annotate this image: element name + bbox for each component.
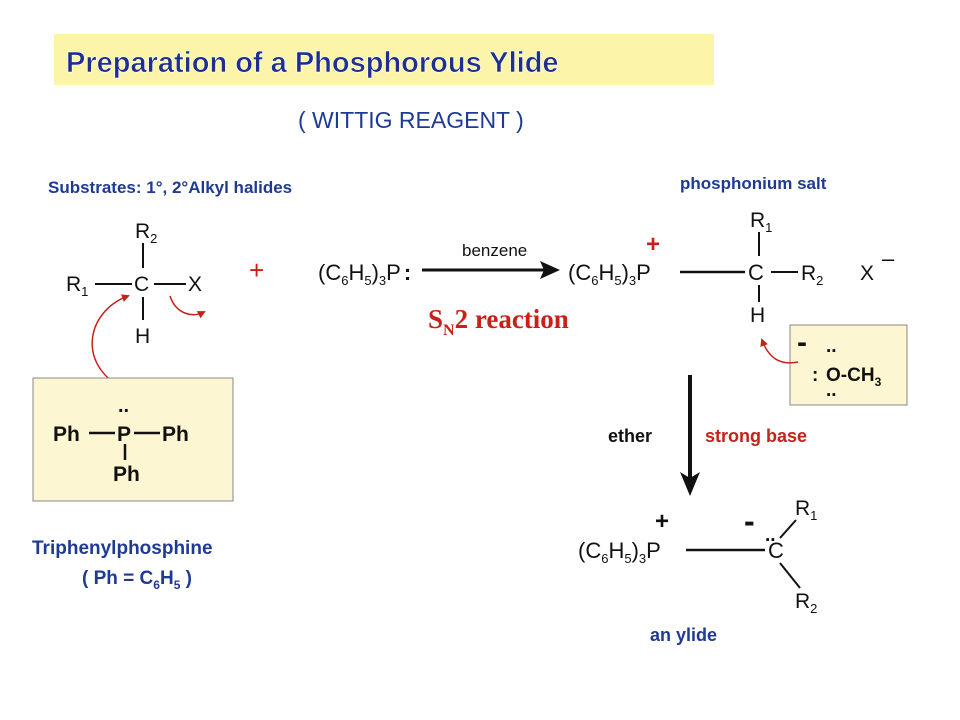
plus-sign: +: [249, 255, 264, 285]
alkyl-halide: R2 R1 C X H: [66, 220, 202, 348]
salt-counterion: X: [860, 262, 874, 285]
title-banner: [54, 34, 714, 85]
salt-carbon: C: [748, 260, 764, 285]
substrates-label: Substrates: 1°, 2°Alkyl halides: [48, 178, 292, 197]
methoxide-lone-left: :: [812, 365, 818, 386]
tpp-ph-left: Ph: [53, 423, 80, 446]
triphenylphosphine-box: [32, 377, 234, 502]
salt-formula: (C6H5)3P: [568, 260, 651, 288]
strong-base-label: strong base: [705, 426, 807, 446]
methoxide-charge: -: [797, 326, 807, 359]
alkyl-r2-label: R2: [135, 220, 157, 246]
ylide-r1-label: R1: [795, 497, 817, 523]
ylide-label: an ylide: [650, 625, 717, 645]
phosphonium-salt-label: phosphonium salt: [680, 174, 827, 193]
triphenylphosphine-note: ( Ph = C6H5 ): [82, 568, 192, 592]
ylide-p-charge: +: [655, 508, 669, 535]
tpp-ph-right: Ph: [162, 423, 189, 446]
deprotonation-arrow-head: [680, 472, 700, 496]
tpp-p: P: [117, 423, 131, 446]
page-subtitle: ( WITTIG REAGENT ): [298, 107, 524, 133]
ylide-r2-label: R2: [795, 590, 817, 616]
alkyl-leaving-group: X: [188, 273, 202, 296]
alkyl-r1-label: R1: [66, 273, 88, 299]
reaction-arrow-head: [540, 261, 560, 279]
salt-counterion-charge: –: [882, 246, 895, 271]
alkyl-hydrogen: H: [135, 325, 150, 348]
solvent-ether: ether: [608, 426, 652, 446]
phosphine-formula: (C6H5)3P:: [318, 260, 411, 288]
triphenylphosphine-label: Triphenylphosphine: [32, 538, 213, 559]
methoxide-box: [789, 324, 908, 406]
methoxide-attack-arrow: [760, 338, 799, 364]
methoxide-lone-top: ..: [826, 336, 837, 357]
alkyl-carbon: C: [134, 273, 149, 296]
salt-p-charge: +: [646, 231, 660, 258]
ylide-carbon: C: [768, 538, 784, 563]
salt-r1-label: R1: [750, 209, 772, 235]
sn2-label: SN2 reaction: [428, 304, 569, 339]
solvent-benzene: benzene: [462, 241, 527, 260]
leaving-group-arrow: [169, 295, 206, 319]
page-title: Preparation of a Phosphorous Ylide: [66, 47, 559, 79]
salt-hydrogen: H: [750, 304, 765, 327]
ylide-formula: (C6H5)3P: [578, 538, 661, 566]
tpp-ph-bottom: Ph: [113, 463, 140, 486]
methoxide-formula: O-CH3: [826, 365, 882, 389]
methoxide-lone-bottom: ..: [826, 380, 837, 401]
ylide-lone-pair: ..: [765, 525, 776, 546]
ylide-c-charge: -: [744, 503, 755, 539]
tpp-lone-pair: ..: [118, 395, 129, 417]
salt-r2-label: R2: [801, 262, 823, 288]
